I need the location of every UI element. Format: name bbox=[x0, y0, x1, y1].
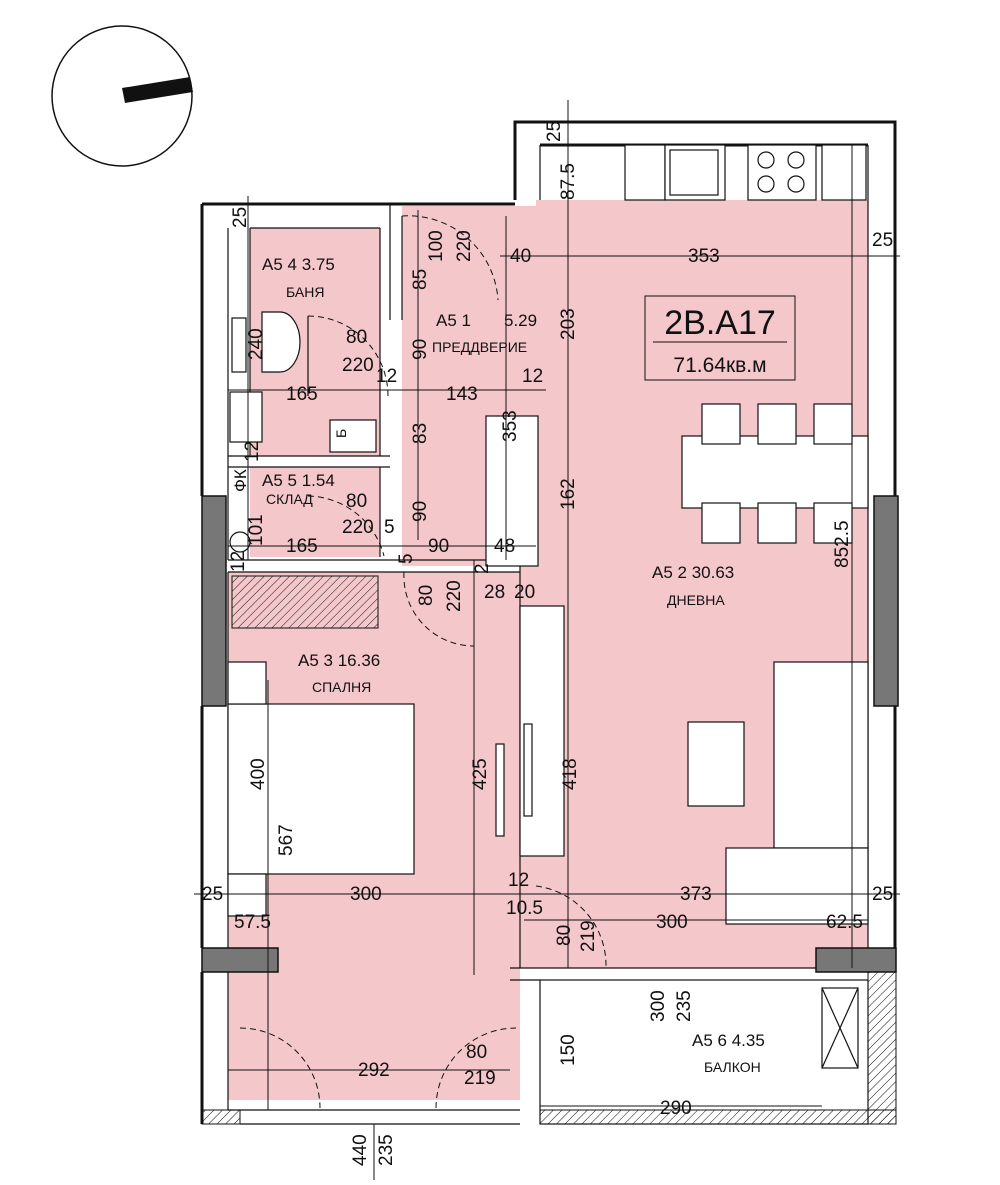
dim-353-top: 353 bbox=[688, 246, 720, 267]
dim-220-hall: 220 bbox=[454, 230, 475, 262]
dim-57-5: 57.5 bbox=[234, 912, 271, 933]
dim-85: 85 bbox=[410, 269, 431, 290]
north-compass bbox=[51, 25, 193, 167]
room-name-balcony: БАЛКОН bbox=[704, 1059, 761, 1075]
dim-567: 567 bbox=[276, 824, 297, 856]
dim-80-store: 80 bbox=[346, 491, 367, 512]
dim-48: 48 bbox=[494, 536, 515, 557]
dim-5-store: 5 bbox=[384, 517, 395, 538]
dim-418: 418 bbox=[560, 758, 581, 790]
dim-90-v2: 90 bbox=[410, 501, 431, 522]
unit-id: 2B.A17 bbox=[664, 304, 776, 342]
dim-5-door: 5 bbox=[396, 553, 417, 564]
storage-mark: Б bbox=[333, 429, 349, 438]
dim-101: 101 bbox=[246, 514, 267, 546]
room-label-bath: А5 4 3.75 bbox=[262, 255, 335, 274]
dim-165-bath: 165 bbox=[286, 384, 318, 405]
unit-area: 71.64кв.м bbox=[673, 354, 766, 377]
dim-90-hall: 90 bbox=[410, 339, 431, 360]
dim-235-bot: 235 bbox=[376, 1134, 397, 1166]
room-name-bedroom: СПАЛНЯ bbox=[312, 679, 371, 695]
dim-300-bed: 300 bbox=[350, 884, 382, 905]
room-label-balcony: А5 6 4.35 bbox=[692, 1031, 765, 1050]
dim-80-bot: 80 bbox=[466, 1042, 487, 1063]
dim-220-bed: 220 bbox=[444, 580, 465, 612]
furniture bbox=[227, 144, 869, 925]
dim-240: 240 bbox=[246, 328, 267, 360]
room-label-living: А5 2 30.63 bbox=[652, 563, 734, 582]
dim-162: 162 bbox=[558, 478, 579, 510]
dim-353-v: 353 bbox=[500, 410, 521, 442]
dim-165-store: 165 bbox=[286, 536, 318, 557]
dim-80-bath: 80 bbox=[346, 327, 367, 348]
room-name-storage: СКЛАД bbox=[266, 491, 313, 507]
dim-25-bath: 25 bbox=[230, 207, 251, 228]
dimension-labels-horizontal: 40 353 25 80 220 12 165 143 12 80 220 5 … bbox=[202, 230, 893, 1119]
dim-12-mid: 12 bbox=[508, 870, 529, 891]
balcony-floor bbox=[539, 979, 869, 1125]
dim-80-bed: 80 bbox=[416, 585, 437, 606]
unit-tag: 2B.A17 71.64кв.м bbox=[644, 295, 796, 381]
dimension-lines bbox=[194, 100, 900, 1180]
dim-25-right-h: 25 bbox=[872, 884, 893, 905]
dim-10-5: 10.5 bbox=[506, 898, 543, 919]
dim-40: 40 bbox=[510, 246, 531, 267]
dim-852-5: 852.5 bbox=[832, 520, 853, 568]
room-name-living: ДНЕВНА bbox=[667, 592, 725, 608]
dim-100: 100 bbox=[426, 230, 447, 262]
dim-292: 292 bbox=[358, 1060, 390, 1081]
dim-440: 440 bbox=[350, 1134, 371, 1166]
dim-12-bath: 12 bbox=[376, 366, 397, 387]
dim-220-bath: 220 bbox=[342, 355, 374, 376]
room-area-hall: 5.29 bbox=[504, 311, 537, 330]
dim-83: 83 bbox=[410, 423, 431, 444]
room-label-hall: А5 1 bbox=[436, 311, 471, 330]
dim-400: 400 bbox=[248, 758, 269, 790]
dim-28: 28 bbox=[484, 582, 505, 603]
dim-2-door: 2 bbox=[472, 563, 493, 574]
dim-219-liv: 219 bbox=[578, 920, 599, 952]
dimension-labels-vertical: 25 87.5 25 100 220 85 203 240 90 83 353 … bbox=[228, 121, 853, 1166]
dim-220-store: 220 bbox=[342, 517, 374, 538]
dim-90-h: 90 bbox=[428, 536, 449, 557]
walls bbox=[200, 120, 899, 1125]
dim-235-balc: 235 bbox=[674, 990, 695, 1022]
dim-219-bot: 219 bbox=[464, 1068, 496, 1089]
fk-symbol: ФК bbox=[231, 469, 250, 492]
doors bbox=[239, 215, 607, 1109]
room-name-hall: ПРЕДДВЕРИЕ bbox=[432, 339, 527, 355]
dim-300-balc: 300 bbox=[648, 990, 669, 1022]
dim-12-fk: 12 bbox=[242, 441, 263, 462]
dim-425: 425 bbox=[470, 758, 491, 790]
dim-290: 290 bbox=[660, 1098, 692, 1119]
room-labels: А5 4 3.75 БАНЯ А5 1 5.29 ПРЕДДВЕРИЕ А5 5… bbox=[231, 255, 765, 1075]
dim-150: 150 bbox=[558, 1034, 579, 1066]
north-arrow-icon bbox=[122, 77, 193, 103]
dim-25-right: 25 bbox=[872, 230, 893, 251]
dim-25-left-h: 25 bbox=[202, 884, 223, 905]
dim-373: 373 bbox=[680, 884, 712, 905]
dim-300-liv: 300 bbox=[656, 912, 688, 933]
dim-25-kitchen: 25 bbox=[544, 121, 565, 142]
room-label-bedroom: А5 3 16.36 bbox=[298, 651, 380, 670]
dim-203: 203 bbox=[558, 308, 579, 340]
dim-12-left: 12 bbox=[228, 551, 249, 572]
dim-87-5: 87.5 bbox=[558, 163, 579, 200]
dim-80-liv: 80 bbox=[554, 925, 575, 946]
room-name-bath: БАНЯ bbox=[286, 284, 324, 300]
dim-62-5: 62.5 bbox=[826, 912, 863, 933]
dim-12-hall: 12 bbox=[522, 366, 543, 387]
storage-fill bbox=[250, 467, 380, 557]
room-label-storage: А5 5 1.54 bbox=[262, 471, 335, 490]
dim-20: 20 bbox=[514, 582, 535, 603]
dim-143: 143 bbox=[446, 384, 478, 405]
